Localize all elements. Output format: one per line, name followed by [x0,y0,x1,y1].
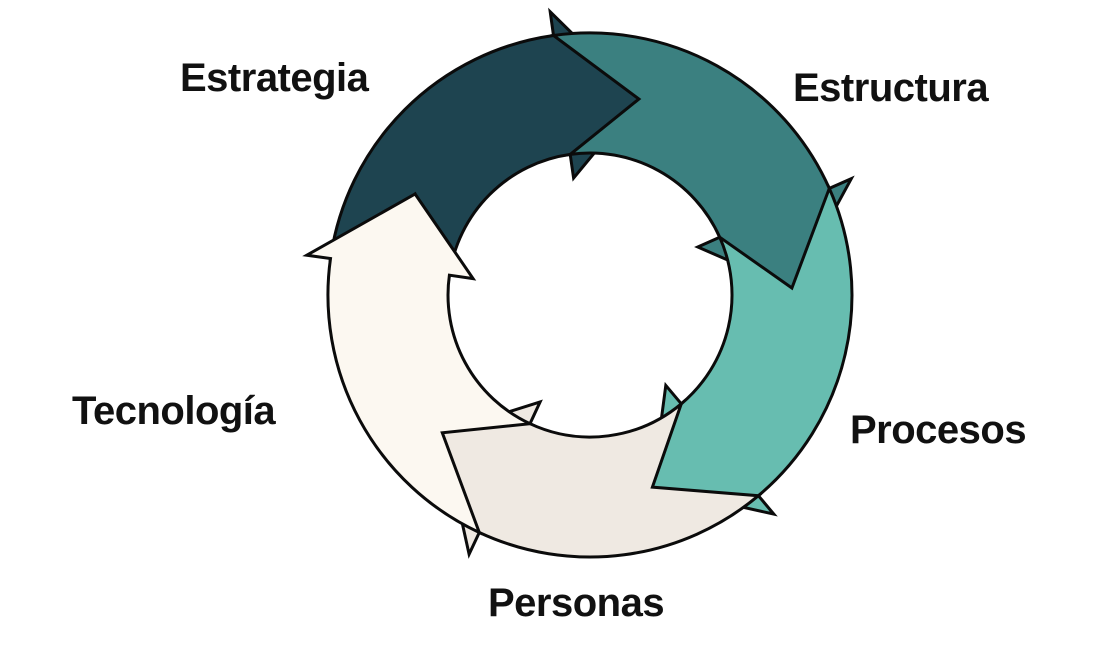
label-personas: Personas [488,581,665,625]
label-estrategia: Estrategia [180,56,369,100]
label-tecnologia: Tecnología [72,389,276,433]
label-procesos: Procesos [850,408,1027,452]
arrow-tecnologia [302,192,536,536]
label-estructura: Estructura [793,66,989,110]
